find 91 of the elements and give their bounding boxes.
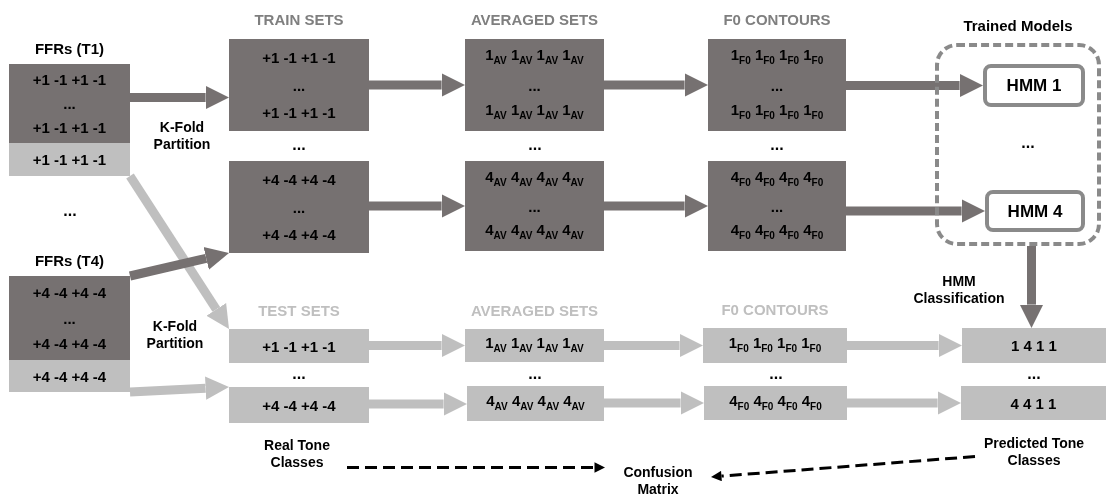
- ellipsis-text: ...: [527, 365, 543, 382]
- column-heading: AVERAGED SETS: [469, 11, 600, 28]
- caption-text: Confusion Matrix: [622, 464, 694, 498]
- sequence-row: +1 -1 +1 -1: [262, 103, 336, 121]
- arrow: [369, 194, 465, 218]
- sequence-row-text: 4$_{AV}$ 4$_{AV}$ 4$_{AV}$ 4$_{AV}$: [486, 392, 585, 414]
- sequence-row-text: 1$_{F0}$ 1$_{F0}$ 1$_{F0}$ 1$_{F0}$: [730, 100, 824, 123]
- column-heading: AVERAGED SETS: [469, 302, 600, 319]
- sequence-row-text: 4$_{F0}$ 4$_{F0}$ 4$_{F0}$ 4$_{F0}$: [730, 221, 824, 244]
- model-box: [983, 64, 1085, 107]
- arrow: [126, 173, 229, 329]
- sequence-row: +1 -1 +1 -1: [32, 119, 107, 136]
- arrow: [847, 391, 961, 415]
- arrow: [847, 333, 962, 358]
- arrow: [369, 333, 465, 358]
- data-set-box: [229, 387, 369, 423]
- sequence-row: +4 -4 +4 -4: [32, 334, 107, 352]
- ellipsis-text: ...: [62, 202, 78, 219]
- arrow: [846, 73, 983, 98]
- step-label: K-Fold Partition: [152, 119, 212, 153]
- arrow: [369, 392, 467, 416]
- data-set-box: [9, 143, 130, 176]
- sequence-row: +4 -4 +4 -4: [32, 284, 107, 302]
- sequence-row: ...: [292, 198, 306, 216]
- arrow: [604, 73, 708, 97]
- ellipsis-text: ...: [527, 136, 543, 153]
- sequence-row: ...: [292, 76, 306, 94]
- sequence-row: ...: [770, 76, 784, 94]
- sequence-row: ...: [528, 76, 541, 94]
- column-heading: FFRs (T4): [33, 252, 106, 269]
- sequence-row: +1 -1 +1 -1: [262, 337, 336, 355]
- sequence-row: +1 -1 +1 -1: [262, 49, 336, 67]
- sequence-row: ...: [63, 95, 76, 112]
- data-set-box: [465, 161, 604, 251]
- sequence-row-text: 1$_{F0}$ 1$_{F0}$ 1$_{F0}$ 1$_{F0}$: [730, 46, 824, 69]
- arrow: [604, 194, 708, 218]
- sequence-row: +1 -1 +1 -1: [32, 71, 107, 88]
- arrow: [128, 246, 229, 281]
- data-set-box: [229, 161, 369, 253]
- sequence-row: +4 -4 +4 -4: [262, 225, 336, 243]
- sequence-row-text: 1$_{F0}$ 1$_{F0}$ 1$_{F0}$ 1$_{F0}$: [728, 334, 822, 356]
- arrow: [604, 333, 703, 358]
- column-heading: F0 CONTOURS: [722, 11, 832, 28]
- arrow: [129, 376, 229, 400]
- model-label: HMM 1: [1006, 77, 1062, 94]
- sequence-row-text: 4$_{AV}$ 4$_{AV}$ 4$_{AV}$ 4$_{AV}$: [485, 221, 584, 244]
- sequence-row: ...: [63, 309, 76, 327]
- model-label: HMM 4: [1007, 202, 1063, 220]
- data-set-box: [961, 386, 1106, 420]
- data-set-box: [962, 328, 1106, 363]
- ellipsis-text: ...: [291, 136, 307, 153]
- sequence-row-text: 1$_{AV}$ 1$_{AV}$ 1$_{AV}$ 1$_{AV}$: [485, 100, 584, 123]
- sequence-row: +4 -4 +4 -4: [262, 396, 336, 414]
- ellipsis-text: ...: [768, 365, 784, 382]
- column-heading: Trained Models: [962, 17, 1074, 34]
- sequence-row: 4 4 1 1: [1010, 394, 1057, 412]
- data-set-box: [467, 386, 604, 421]
- ellipsis-text: ...: [1026, 365, 1042, 382]
- sequence-row-text: 1$_{AV}$ 1$_{AV}$ 1$_{AV}$ 1$_{AV}$: [485, 334, 584, 356]
- arrow: [130, 85, 229, 110]
- column-heading: F0 CONTOURS: [720, 301, 830, 318]
- sequence-row-text: 4$_{F0}$ 4$_{F0}$ 4$_{F0}$ 4$_{F0}$: [730, 167, 824, 190]
- model-box: [985, 190, 1085, 232]
- data-set-box: [9, 360, 130, 392]
- step-label: K-Fold Partition: [145, 318, 205, 352]
- dashed-arrow: [347, 462, 605, 473]
- sequence-row-text: 4$_{F0}$ 4$_{F0}$ 4$_{F0}$ 4$_{F0}$: [729, 391, 822, 414]
- sequence-row: 1 4 1 1: [1011, 337, 1057, 354]
- data-set-box: [704, 386, 847, 420]
- arrow: [369, 73, 465, 97]
- sequence-row: ...: [528, 197, 541, 215]
- sequence-row: ...: [770, 197, 784, 215]
- ellipsis-text: ...: [1020, 134, 1036, 151]
- caption-text: Real Tone Classes: [263, 437, 331, 471]
- data-set-box: [708, 161, 846, 251]
- dashed-arrow: [711, 455, 976, 482]
- ellipsis-text: ...: [769, 136, 785, 153]
- sequence-row: +4 -4 +4 -4: [32, 367, 107, 385]
- sequence-row-text: 1$_{AV}$ 1$_{AV}$ 1$_{AV}$ 1$_{AV}$: [485, 46, 584, 69]
- column-heading: TRAIN SETS: [253, 11, 345, 28]
- sequence-row-text: 4$_{AV}$ 4$_{AV}$ 4$_{AV}$ 4$_{AV}$: [485, 167, 584, 190]
- column-heading: TEST SETS: [257, 302, 341, 319]
- sequence-row: +4 -4 +4 -4: [262, 171, 336, 189]
- ellipsis-text: ...: [291, 365, 307, 382]
- arrow: [1019, 246, 1044, 328]
- step-label: HMM Classification: [912, 273, 1006, 307]
- arrow: [604, 391, 704, 415]
- column-heading: FFRs (T1): [33, 40, 106, 57]
- sequence-row: +1 -1 +1 -1: [32, 151, 107, 168]
- caption-text: Predicted Tone Classes: [982, 435, 1086, 469]
- arrow: [846, 199, 985, 223]
